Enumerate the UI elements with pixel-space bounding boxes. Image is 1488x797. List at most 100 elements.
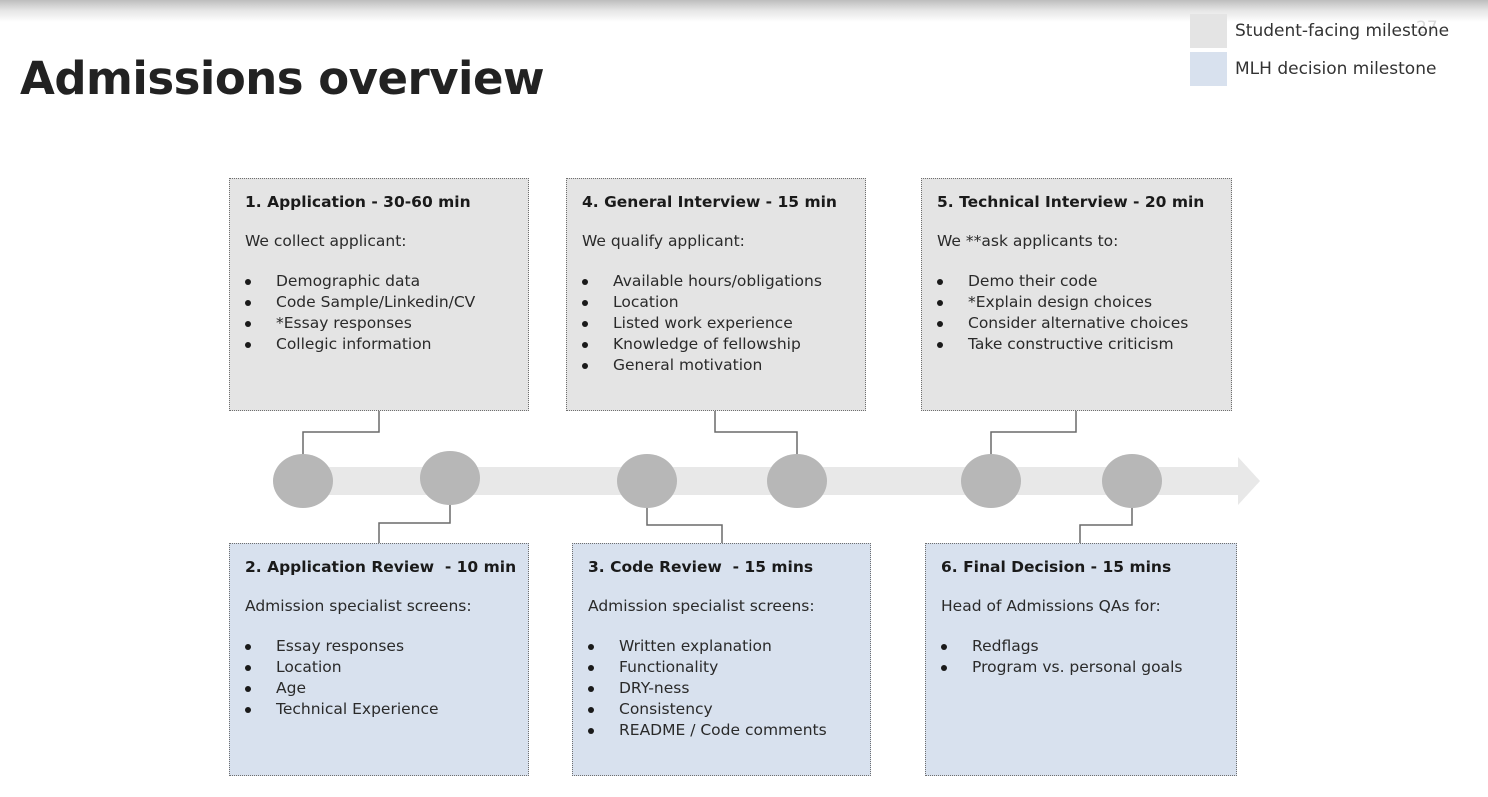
list-item: Written explanation xyxy=(588,636,870,657)
list-item: Demo their code xyxy=(937,271,1231,292)
bullet-icon xyxy=(937,321,943,327)
connector-step-2 xyxy=(378,505,451,544)
bullet-icon xyxy=(245,300,251,306)
step-intro: Admission specialist screens: xyxy=(245,597,472,615)
list-item: Consistency xyxy=(588,699,870,720)
step-title: 3. Code Review - 15 mins xyxy=(588,558,814,576)
list-item: Available hours/obligations xyxy=(582,271,865,292)
list-item: *Explain design choices xyxy=(937,292,1231,313)
list-item: Location xyxy=(582,292,865,313)
list-item-text: Knowledge of fellowship xyxy=(613,335,801,353)
list-item-text: Consider alternative choices xyxy=(968,314,1189,332)
list-item-text: Program vs. personal goals xyxy=(972,658,1183,676)
step-card-final-decision: 6. Final Decision - 15 mins Head of Admi… xyxy=(925,543,1237,776)
legend-label-mlh-decision: MLH decision milestone xyxy=(1235,59,1437,79)
list-item-text: Location xyxy=(276,658,342,676)
list-item-text: *Explain design choices xyxy=(968,293,1153,311)
list-item-text: Demo their code xyxy=(968,272,1098,290)
step-list: Available hours/obligations Location Lis… xyxy=(582,271,865,376)
step-card-general-interview: 4. General Interview - 15 min We qualify… xyxy=(566,178,866,411)
list-item-text: Functionality xyxy=(619,658,719,676)
step-list: Redflags Program vs. personal goals xyxy=(941,636,1236,678)
step-card-application-review: 2. Application Review - 10 min Admission… xyxy=(229,543,529,776)
step-title: 2. Application Review - 10 min xyxy=(245,558,517,576)
connector-step-1 xyxy=(302,410,380,456)
list-item: Knowledge of fellowship xyxy=(582,334,865,355)
list-item: Essay responses xyxy=(245,636,528,657)
list-item-text: Essay responses xyxy=(276,637,405,655)
list-item: Redflags xyxy=(941,636,1236,657)
list-item: General motivation xyxy=(582,355,865,376)
timeline-arrowhead xyxy=(1238,457,1260,505)
list-item-text: DRY-ness xyxy=(619,679,690,697)
bullet-icon xyxy=(245,279,251,285)
step-intro: Admission specialist screens: xyxy=(588,597,815,615)
list-item-text: *Essay responses xyxy=(276,314,412,332)
list-item: *Essay responses xyxy=(245,313,528,334)
window-top-shade xyxy=(0,0,1488,22)
page-number: 27 xyxy=(1416,18,1438,38)
list-item: Technical Experience xyxy=(245,699,528,720)
legend-swatch-mlh-decision xyxy=(1190,52,1227,86)
bullet-icon xyxy=(588,665,594,671)
list-item-text: README / Code comments xyxy=(619,721,827,739)
bullet-icon xyxy=(937,300,943,306)
step-list: Demo their code *Explain design choices … xyxy=(937,271,1231,355)
list-item-text: Take constructive criticism xyxy=(968,335,1174,353)
list-item: Code Sample/Linkedin/CV xyxy=(245,292,528,313)
bullet-icon xyxy=(245,686,251,692)
list-item: DRY-ness xyxy=(588,678,870,699)
list-item-text: Written explanation xyxy=(619,637,772,655)
bullet-icon xyxy=(588,644,594,650)
milestone-3 xyxy=(617,454,677,508)
bullet-icon xyxy=(588,686,594,692)
step-title: 1. Application - 30-60 min xyxy=(245,193,471,211)
step-list: Demographic data Code Sample/Linkedin/CV… xyxy=(245,271,528,355)
legend-swatch-student-facing xyxy=(1190,14,1227,48)
bullet-icon xyxy=(588,707,594,713)
legend-label-student-facing: Student-facing milestone xyxy=(1235,21,1450,41)
list-item-text: Available hours/obligations xyxy=(613,272,822,290)
connector-step-3 xyxy=(646,505,723,544)
step-title: 6. Final Decision - 15 mins xyxy=(941,558,1172,576)
list-item: Listed work experience xyxy=(582,313,865,334)
list-item-text: Demographic data xyxy=(276,272,421,290)
bullet-icon xyxy=(937,279,943,285)
list-item: Functionality xyxy=(588,657,870,678)
step-intro: We **ask applicants to: xyxy=(937,232,1119,250)
bullet-icon xyxy=(582,279,588,285)
list-item-text: Code Sample/Linkedin/CV xyxy=(276,293,476,311)
step-card-application: 1. Application - 30-60 min We collect ap… xyxy=(229,178,529,411)
bullet-icon xyxy=(582,321,588,327)
list-item: Consider alternative choices xyxy=(937,313,1231,334)
bullet-icon xyxy=(582,342,588,348)
list-item: Location xyxy=(245,657,528,678)
list-item-text: Technical Experience xyxy=(276,700,439,718)
bullet-icon xyxy=(941,665,947,671)
page-title: Admissions overview xyxy=(20,52,545,105)
list-item-text: Redflags xyxy=(972,637,1039,655)
bullet-icon xyxy=(582,300,588,306)
step-intro: We qualify applicant: xyxy=(582,232,745,250)
list-item: README / Code comments xyxy=(588,720,870,741)
list-item: Collegic information xyxy=(245,334,528,355)
bullet-icon xyxy=(582,363,588,369)
bullet-icon xyxy=(245,707,251,713)
step-list: Written explanation Functionality DRY-ne… xyxy=(588,636,870,741)
bullet-icon xyxy=(245,644,251,650)
bullet-icon xyxy=(937,342,943,348)
step-title: 5. Technical Interview - 20 min xyxy=(937,193,1205,211)
bullet-icon xyxy=(941,644,947,650)
milestone-4 xyxy=(767,454,827,508)
list-item: Age xyxy=(245,678,528,699)
connector-step-6 xyxy=(1079,505,1133,544)
bullet-icon xyxy=(245,342,251,348)
list-item-text: General motivation xyxy=(613,356,763,374)
list-item-text: Consistency xyxy=(619,700,713,718)
milestone-1 xyxy=(273,454,333,508)
connector-step-4 xyxy=(714,410,798,456)
milestone-5 xyxy=(961,454,1021,508)
list-item: Program vs. personal goals xyxy=(941,657,1236,678)
bullet-icon xyxy=(588,728,594,734)
